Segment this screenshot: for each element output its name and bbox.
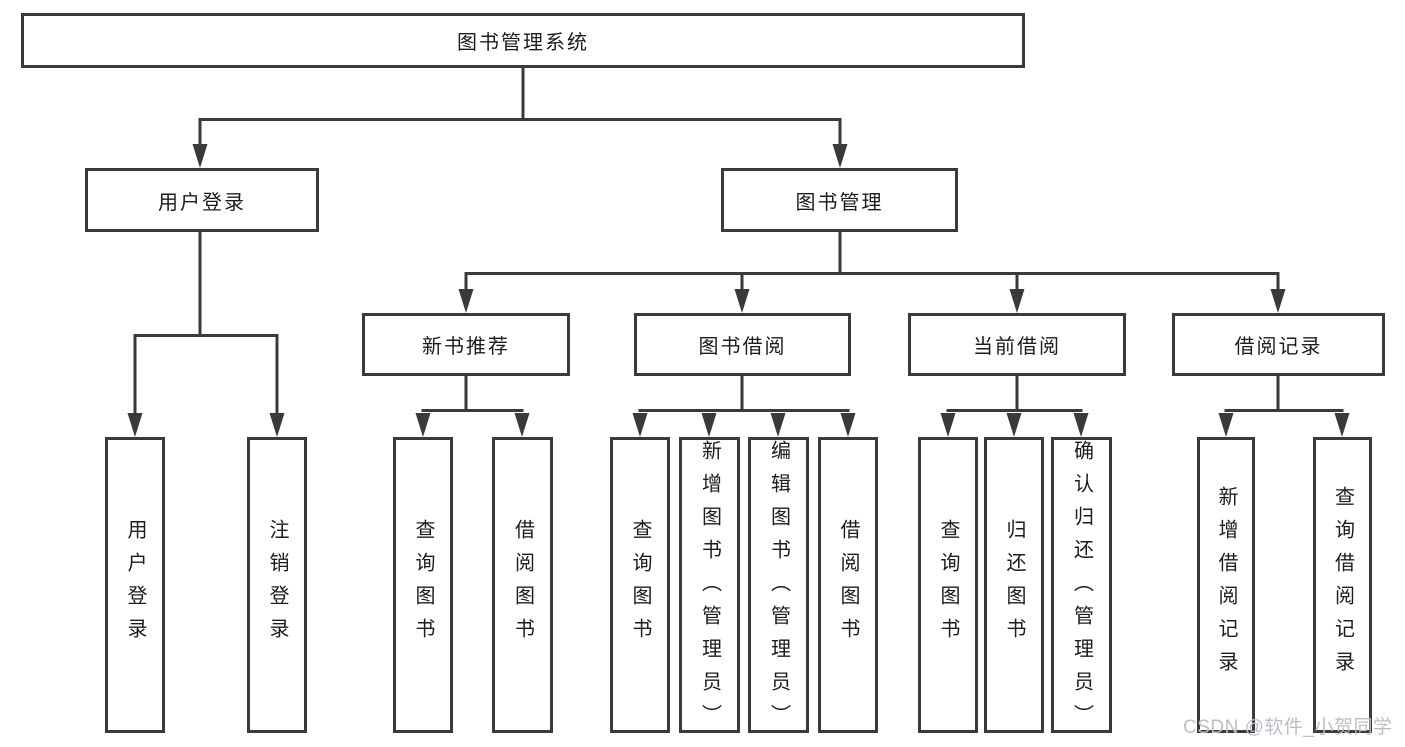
node-book-management: 图书管理 <box>721 168 958 232</box>
arrowhead <box>1270 289 1286 313</box>
connector-book-mgmt-to-level2 <box>458 232 1286 313</box>
leaf-borrow-book-borrow: 借阅图书 <box>818 437 878 733</box>
arrowhead <box>458 289 474 313</box>
arrowhead <box>832 144 848 168</box>
leaf-query-book-current: 查询图书 <box>918 437 978 733</box>
arrowhead <box>269 413 285 437</box>
connector-user-login-to-leaves <box>127 232 285 437</box>
arrowhead <box>701 413 717 437</box>
connector-new-books-to-leaves <box>415 376 530 437</box>
arrowhead <box>770 413 786 437</box>
arrowhead <box>415 413 431 437</box>
leaf-borrow-book-newbooks: 借阅图书 <box>492 437 553 733</box>
arrowhead <box>632 413 648 437</box>
arrowhead <box>1218 413 1234 437</box>
leaf-logout: 注销登录 <box>247 437 307 733</box>
arrowhead <box>1006 413 1022 437</box>
arrowhead <box>940 413 956 437</box>
leaf-edit-book-admin: 编辑图书（管理员） <box>748 437 809 737</box>
arrowhead <box>840 413 856 437</box>
node-root-system: 图书管理系统 <box>21 13 1025 68</box>
connector-current-borrow-to-leaves <box>940 376 1089 437</box>
connector-book-borrow-to-leaves <box>632 376 856 437</box>
node-new-book-recommend: 新书推荐 <box>362 313 570 376</box>
arrowhead <box>127 413 143 437</box>
leaf-return-book: 归还图书 <box>984 437 1044 733</box>
leaf-add-book-admin: 新增图书（管理员） <box>679 437 740 737</box>
node-borrow-records: 借阅记录 <box>1172 313 1385 376</box>
arrowhead <box>514 413 530 437</box>
leaf-add-borrow-record: 新增借阅记录 <box>1197 437 1255 733</box>
arrowhead <box>1073 413 1089 437</box>
arrowhead <box>192 144 208 168</box>
arrowhead <box>734 289 750 313</box>
leaf-query-borrow-record: 查询借阅记录 <box>1313 437 1372 733</box>
connector-borrow-records-to-leaves <box>1218 376 1350 437</box>
connector-root-to-level1 <box>192 68 848 168</box>
leaf-query-book-newbooks: 查询图书 <box>393 437 453 733</box>
leaf-query-book-borrow: 查询图书 <box>610 437 670 733</box>
node-book-borrow: 图书借阅 <box>634 313 851 376</box>
leaf-user-login: 用户登录 <box>105 437 165 733</box>
node-user-login: 用户登录 <box>85 168 319 232</box>
csdn-watermark: CSDN @软件_小贺同学 <box>1183 717 1393 738</box>
leaf-confirm-return-admin: 确认归还（管理员） <box>1051 437 1112 737</box>
node-current-borrow: 当前借阅 <box>908 313 1126 376</box>
arrowhead <box>1009 289 1025 313</box>
arrowhead <box>1334 413 1350 437</box>
